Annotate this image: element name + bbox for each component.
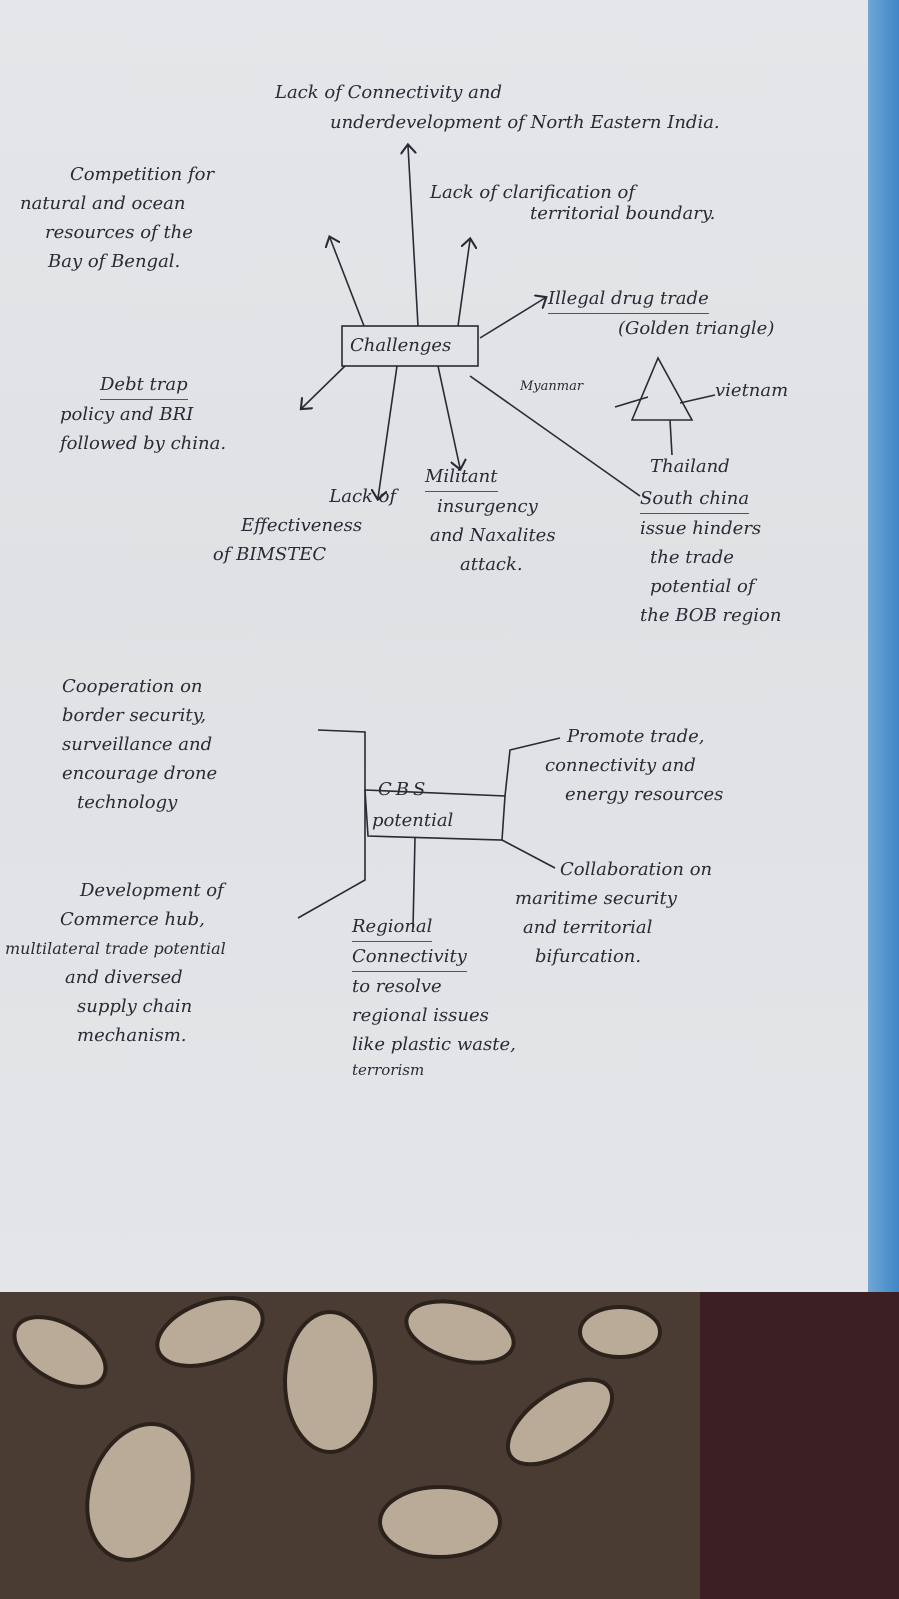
line-promote-trade (504, 737, 561, 797)
text-line: to resolve (352, 976, 442, 997)
golden-triangle (630, 356, 694, 421)
text-line: Bay of Bengal. (48, 251, 181, 272)
triangle-label-thailand: Thailand (650, 456, 730, 477)
challenge-boundary: Lack of clarification of territorial bou… (430, 178, 715, 236)
fabric-background (0, 1292, 899, 1599)
text-line: regional issues (352, 1005, 489, 1026)
text-line: border security, (62, 705, 207, 726)
text-line: Lack of clarification of (430, 182, 636, 203)
text-line: and territorial (523, 917, 653, 938)
challenge-connectivity-line2: underdevelopment of North Eastern India. (330, 112, 720, 133)
challenge-connectivity-line1: Lack of Connectivity and (275, 82, 503, 103)
text-line: Collaboration on (560, 859, 713, 880)
text-line: and diversed (65, 967, 183, 988)
paper-sheet (0, 0, 868, 1292)
text-line: of BIMSTEC (212, 544, 327, 565)
text-line: terrorism (352, 1061, 425, 1079)
potential-cooperation: Cooperation on border security, surveill… (62, 672, 217, 817)
text-line: encourage drone (62, 763, 218, 784)
text-line: Promote trade, (567, 726, 705, 747)
text-line: Cooperation on (62, 676, 203, 697)
line-cooperation-development (297, 729, 366, 919)
text-line: technology (77, 792, 178, 813)
text-line: followed by china. (60, 433, 227, 454)
text-line: (Golden triangle) (618, 318, 775, 339)
potential-regional: Regional Connectivity to resolve regiona… (352, 912, 516, 1081)
text-line: mechanism. (77, 1025, 187, 1046)
text-line: maritime security (515, 888, 677, 909)
text-line: resources of the (45, 222, 193, 243)
text-line: multilateral trade potential (5, 939, 226, 958)
text-line: attack. (460, 554, 523, 575)
text-line: Illegal drug trade (548, 284, 709, 314)
challenges-box (341, 325, 479, 367)
text-line: Lack of (329, 486, 397, 507)
clipboard-edge (868, 0, 899, 1292)
text-line: energy resources (565, 784, 724, 805)
arrow-bimstec (378, 365, 398, 498)
text-line: supply chain (77, 996, 193, 1017)
challenge-drug-trade: Illegal drug trade (Golden triangle) (548, 284, 774, 343)
text-line: Effectiveness (241, 515, 363, 536)
text-line: connectivity and (545, 755, 696, 776)
challenge-competition: Competition for natural and ocean resour… (20, 160, 214, 276)
text-line: territorial boundary. (530, 203, 716, 224)
connector-lines (297, 0, 716, 929)
arrow-drug-trade (479, 298, 545, 339)
text-line: issue hinders (640, 518, 762, 539)
cbs-label: CBS (378, 779, 430, 800)
potential-development: Development of Commerce hub, multilatera… (5, 876, 226, 1050)
text-line: like plastic waste, (352, 1034, 516, 1055)
text-line: policy and BRI (60, 404, 194, 425)
challenges-label: Challenges (350, 335, 452, 356)
arrow-competition (330, 238, 365, 327)
line-regional (412, 837, 416, 929)
text-line: Militant (425, 462, 498, 492)
line-collaboration (501, 839, 556, 869)
text-line: bifurcation. (535, 946, 642, 967)
text-line: the BOB region (640, 605, 782, 626)
triangle-label-vietnam: vietnam (715, 380, 789, 401)
text-line: and Naxalites (430, 525, 556, 546)
text-line: Debt trap (100, 370, 188, 400)
text-line: Competition for (70, 164, 215, 185)
fabric-pattern (12, 1292, 899, 1599)
text-line: South china (640, 484, 750, 514)
text-line: insurgency (437, 496, 538, 517)
arrow-boundary (457, 240, 470, 327)
arrow-connectivity (408, 146, 419, 327)
triangle-label-myanmar: Myanmar (520, 379, 584, 394)
text-line: natural and ocean (20, 193, 186, 214)
challenge-south-china: South china issue hinders the trade pote… (640, 484, 781, 630)
potential-collaboration: Collaboration on maritime security and t… (515, 855, 712, 971)
text-line: Regional (352, 912, 433, 942)
arrow-militant (437, 365, 460, 468)
text-line: surveillance and (62, 734, 213, 755)
line-south-china (469, 375, 641, 497)
text-line: Development of (80, 880, 224, 901)
challenge-debt-trap: Debt trap policy and BRI followed by chi… (60, 370, 226, 458)
text-line: the trade (650, 547, 734, 568)
text-line: Commerce hub, (60, 909, 205, 930)
arrow-debt-trap (302, 365, 346, 408)
challenge-militant: Militant insurgency and Naxalites attack… (425, 462, 556, 579)
text-line: Connectivity (352, 942, 467, 972)
cbs-potential-label: potential (372, 810, 454, 831)
challenge-bimstec: Lack of Effectiveness of BIMSTEC (205, 482, 396, 569)
potential-promote-trade: Promote trade, connectivity and energy r… (545, 722, 723, 809)
text-line: potential of (650, 576, 755, 597)
